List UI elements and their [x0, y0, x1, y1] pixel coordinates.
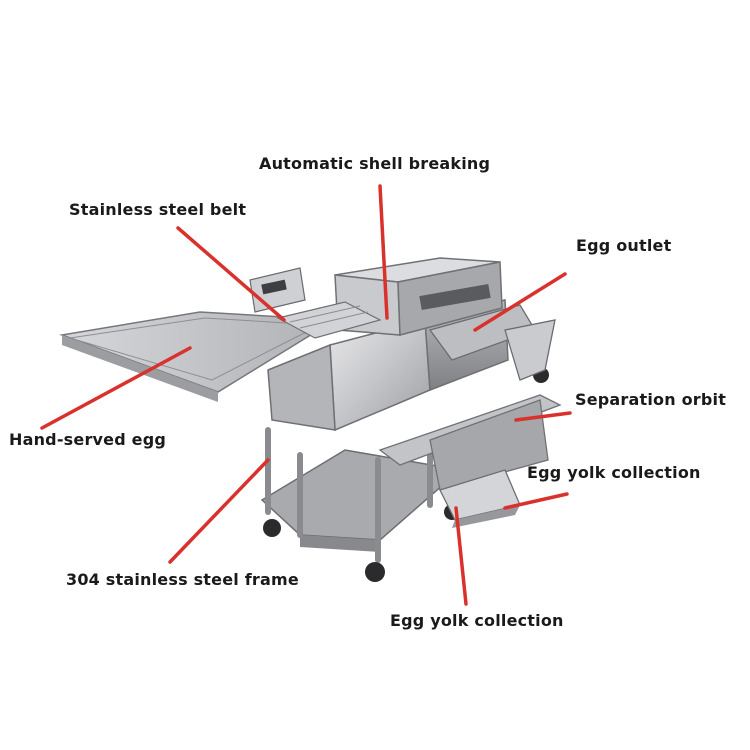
leader-hand-served-egg — [40, 346, 192, 430]
leader-yolk-bottom — [454, 506, 468, 606]
leader-egg-outlet — [473, 272, 567, 332]
steel-belt — [276, 301, 382, 339]
label-304-stainless-steel-frame: 304 stainless steel frame — [66, 570, 299, 589]
leader-yolk-right — [503, 492, 569, 510]
egg-outlet-chute — [428, 304, 556, 381]
label-egg-yolk-collection-bottom: Egg yolk collection — [390, 611, 564, 630]
label-hand-served-egg: Hand-served egg — [9, 430, 166, 449]
label-egg-outlet: Egg outlet — [576, 236, 672, 255]
frame-legs — [265, 427, 433, 563]
base-shelf — [260, 449, 462, 552]
leader-lines — [40, 184, 572, 606]
label-automatic-shell-breaking: Automatic shell breaking — [259, 154, 491, 173]
label-stainless-steel-belt: Stainless steel belt — [69, 200, 247, 219]
separation-rails — [378, 394, 562, 491]
label-egg-yolk-collection-right: Egg yolk collection — [527, 463, 701, 482]
leader-frame — [168, 458, 270, 564]
leader-steel-belt — [176, 226, 286, 322]
label-separation-orbit: Separation orbit — [575, 390, 727, 409]
control-panel — [249, 267, 306, 313]
shell-breaking-housing — [334, 257, 503, 336]
leader-shell-breaking — [378, 184, 389, 320]
leader-separation-orbit — [514, 411, 572, 422]
